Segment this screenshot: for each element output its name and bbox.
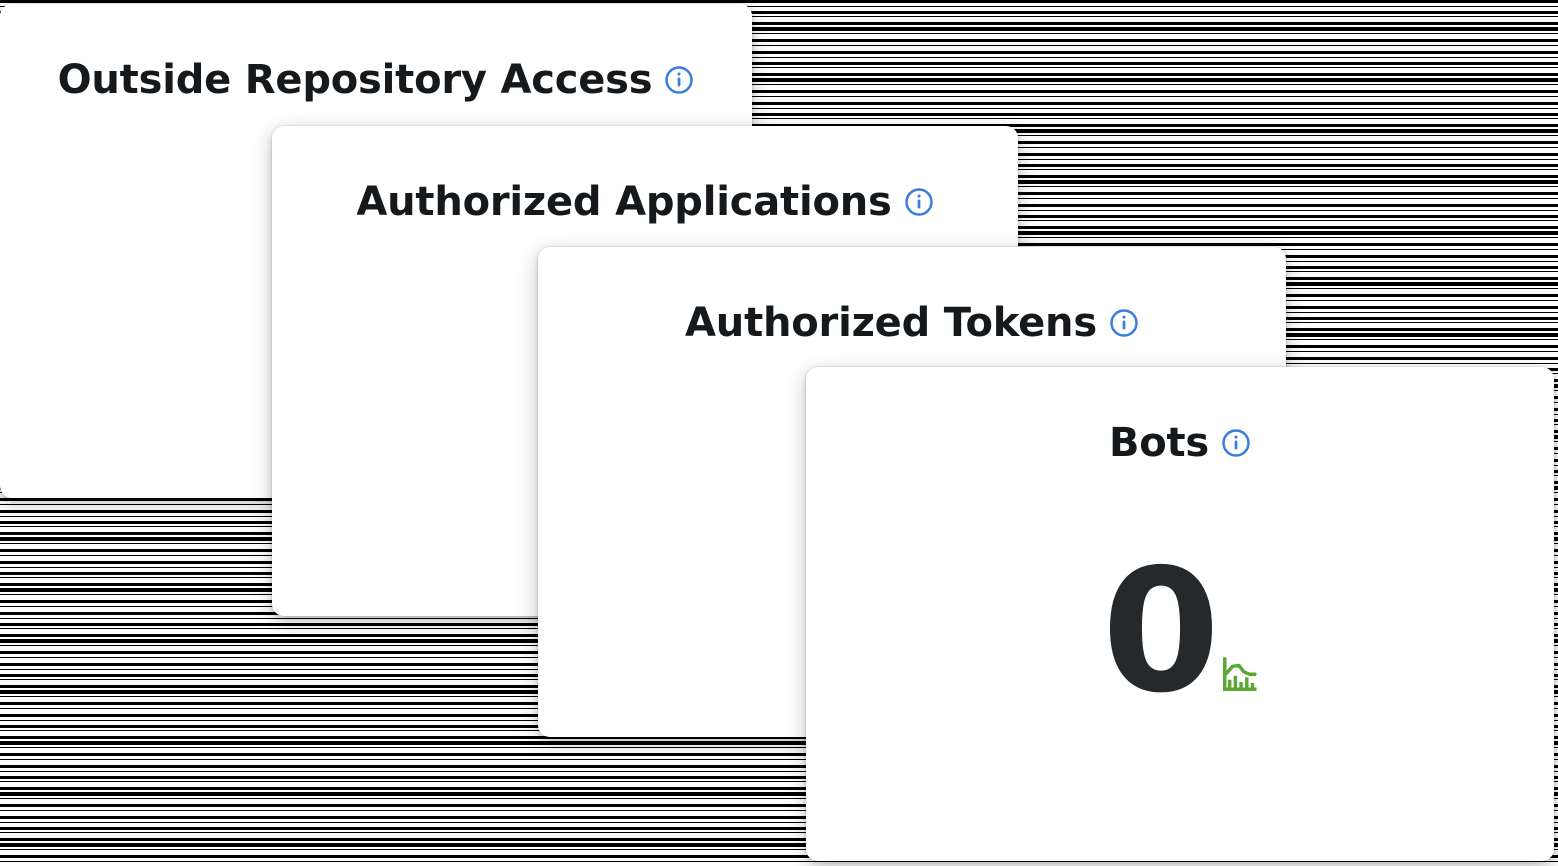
info-circle-icon[interactable] [664,65,694,95]
card-title-label: Outside Repository Access [57,57,653,103]
info-circle-icon[interactable] [1109,308,1139,338]
card-title-authorized-applications: Authorized Applications [272,182,1018,222]
card-title-bots: Bots [806,423,1554,463]
info-circle-icon[interactable] [904,187,934,217]
card-title-label: Authorized Tokens [685,300,1097,346]
card-value-row: 0 [806,533,1554,731]
card-title-authorized-tokens: Authorized Tokens [538,303,1286,343]
card-bots[interactable]: Bots 0 [806,367,1554,861]
card-title-label: Authorized Applications [356,179,892,225]
card-value-bots: 0 [1101,533,1220,731]
info-circle-icon[interactable] [1221,428,1251,458]
card-title-label: Bots [1108,420,1210,466]
card-title-outside-repository-access: Outside Repository Access [0,60,752,100]
chart-sparkline-icon[interactable] [1220,656,1258,694]
